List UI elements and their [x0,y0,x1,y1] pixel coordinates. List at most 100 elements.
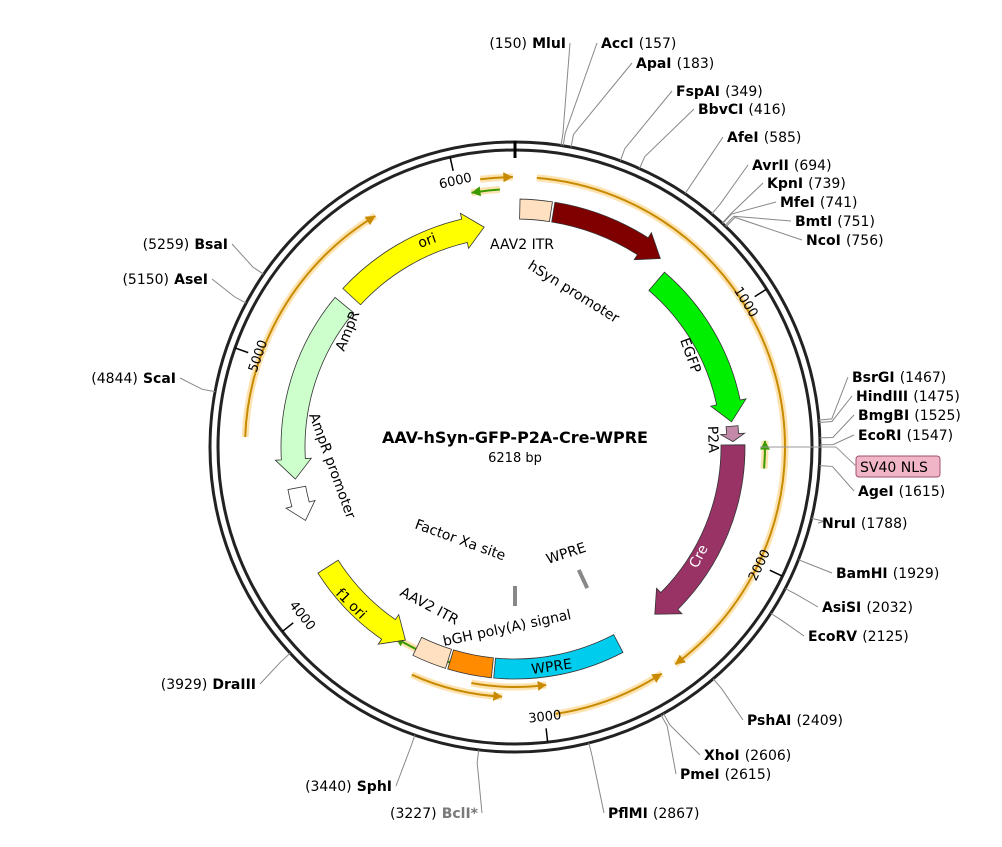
site-position: (751) [837,214,875,230]
wpre-element-mark [576,569,590,589]
site-leader-fspai [619,90,673,161]
site-label-bbvci[interactable]: BbvCI (416) [698,99,786,118]
site-label-nrui[interactable]: NruI (1788) [822,513,907,532]
site-position: (1929) [893,566,940,582]
site-position: (741) [820,195,858,211]
site-label-acci[interactable]: AccI (157) [601,33,676,52]
site-label-xhoi[interactable]: XhoI (2606) [704,745,791,764]
site-name: PshAI [747,713,791,729]
site-leader-bamhi [798,559,833,574]
scale-tick-2000 [769,569,783,577]
site-leader-bcli [476,749,483,814]
site-leader-bsrgi [818,376,849,421]
scale-tick-label: 2000 [746,547,774,583]
site-position: (2615) [725,767,772,783]
site-name: DraIII [212,677,256,693]
site-name: BsrGI [852,370,895,386]
site-leader-pmei [660,714,677,775]
site-leader-ncoi [725,216,803,241]
feature-label-factor-xa: Factor Xa site [413,517,508,565]
site-position: (1525) [914,408,961,424]
feature-label-wpre: WPRE [544,540,588,568]
site-label-ncoi[interactable]: NcoI (756) [806,230,884,249]
primer-arc-bottom-2-head [537,680,547,691]
site-label-bmti[interactable]: BmtI (751) [795,211,875,230]
primer-arc-bottom [555,672,663,715]
feature-label-hsyn-promoter: hSyn promoter [525,258,622,327]
site-position: (1547) [907,428,954,444]
site-label-agei[interactable]: AgeI (1615) [858,481,945,500]
site-position: (2032) [866,600,913,616]
site-label-ecorv[interactable]: EcoRV (2125) [808,626,909,645]
site-leader-apai [570,62,633,148]
feature-hsyn-promoter [551,201,661,261]
site-name: HindIII [856,389,908,405]
site-label-apai[interactable]: ApaI (183) [636,53,714,72]
site-leader-asei [211,278,247,304]
site-position: (585) [764,130,802,146]
site-position: (1467) [900,370,947,386]
site-label-fspai[interactable]: FspAI (349) [676,81,763,100]
feature-label-aav2-itr-2: AAV2 ITR [397,584,461,628]
site-label-bamhi[interactable]: BamHI (1929) [836,563,939,582]
site-name: MfeI [780,195,815,211]
scale-tick-label: 6000 [438,171,474,193]
site-position: (2409) [796,713,843,729]
primer-arc-bottom-left-head [492,691,503,702]
feature-label-ori: ori [416,230,439,251]
site-name: AfeI [727,130,759,146]
site-leader-bmti [724,215,792,227]
sv40-nls-box [855,455,941,478]
site-name: ApaI [636,56,672,72]
feature-cre [654,444,746,615]
site-position: (183) [677,56,715,72]
site-leader-sphi [395,734,416,787]
site-leader-mlui [560,42,571,146]
site-label-bmgbi[interactable]: BmgBI (1525) [858,405,961,424]
site-name: AseI [174,272,208,288]
site-leader-nrui [811,517,825,524]
site-leader-pshai [712,678,744,721]
site-label-sphi[interactable]: (3440) SphI [305,776,392,795]
primer-arc-left [244,215,376,438]
site-label-asisi[interactable]: AsiSI (2032) [822,597,913,616]
feature-label-wpre-bar: WPRE [530,656,573,678]
site-label-bcli[interactable]: (3227) BclI* [390,803,479,822]
site-label-asei[interactable]: (5150) AseI [122,269,208,288]
site-leader-asisi [784,588,819,608]
feature-ampr [274,296,355,480]
site-name: BamHI [836,566,888,582]
site-position: (2606) [745,748,792,764]
site-label-draiii[interactable]: (3929) DraIII [161,674,256,693]
site-position: (694) [794,158,832,174]
site-position: (5259) [143,237,190,253]
site-label-mlui[interactable]: (150) MluI [489,33,566,52]
site-label-pmei[interactable]: PmeI (2615) [680,764,771,783]
site-leader-ecori [819,434,855,446]
site-label-hindiii[interactable]: HindIII (1475) [856,386,960,405]
site-label-bsai[interactable]: (5259) BsaI [143,234,228,253]
site-name: NcoI [806,233,841,249]
feature-aav2-itr [519,198,553,223]
scale-tick-label: 5000 [246,338,271,374]
feature-p2a [719,425,746,443]
site-label-avrii[interactable]: AvrII (694) [752,155,832,174]
site-label-pflmi[interactable]: PflMI (2867) [608,803,699,822]
site-label-pshai[interactable]: PshAI (2409) [747,710,843,729]
site-label-afei[interactable]: AfeI (585) [727,127,801,146]
site-leader-afei [684,136,724,195]
primer-arc-top-orange-head [503,172,513,183]
site-label-ecori[interactable]: EcoRI (1547) [858,425,953,444]
site-label-scai[interactable]: (4844) ScaI [91,368,176,387]
site-position: (1788) [861,516,908,532]
site-label-mfei[interactable]: MfeI (741) [780,192,857,211]
site-position: (756) [846,233,884,249]
site-position: (3929) [161,677,208,693]
site-label-bsrgi[interactable]: BsrGI (1467) [852,367,946,386]
feature-ori [342,212,485,306]
feature-arcs [274,198,747,680]
primer-arc-left-head [364,215,376,226]
site-name: PmeI [680,767,720,783]
site-label-kpni[interactable]: KpnI (739) [767,173,846,192]
site-name: BmgBI [858,408,909,424]
